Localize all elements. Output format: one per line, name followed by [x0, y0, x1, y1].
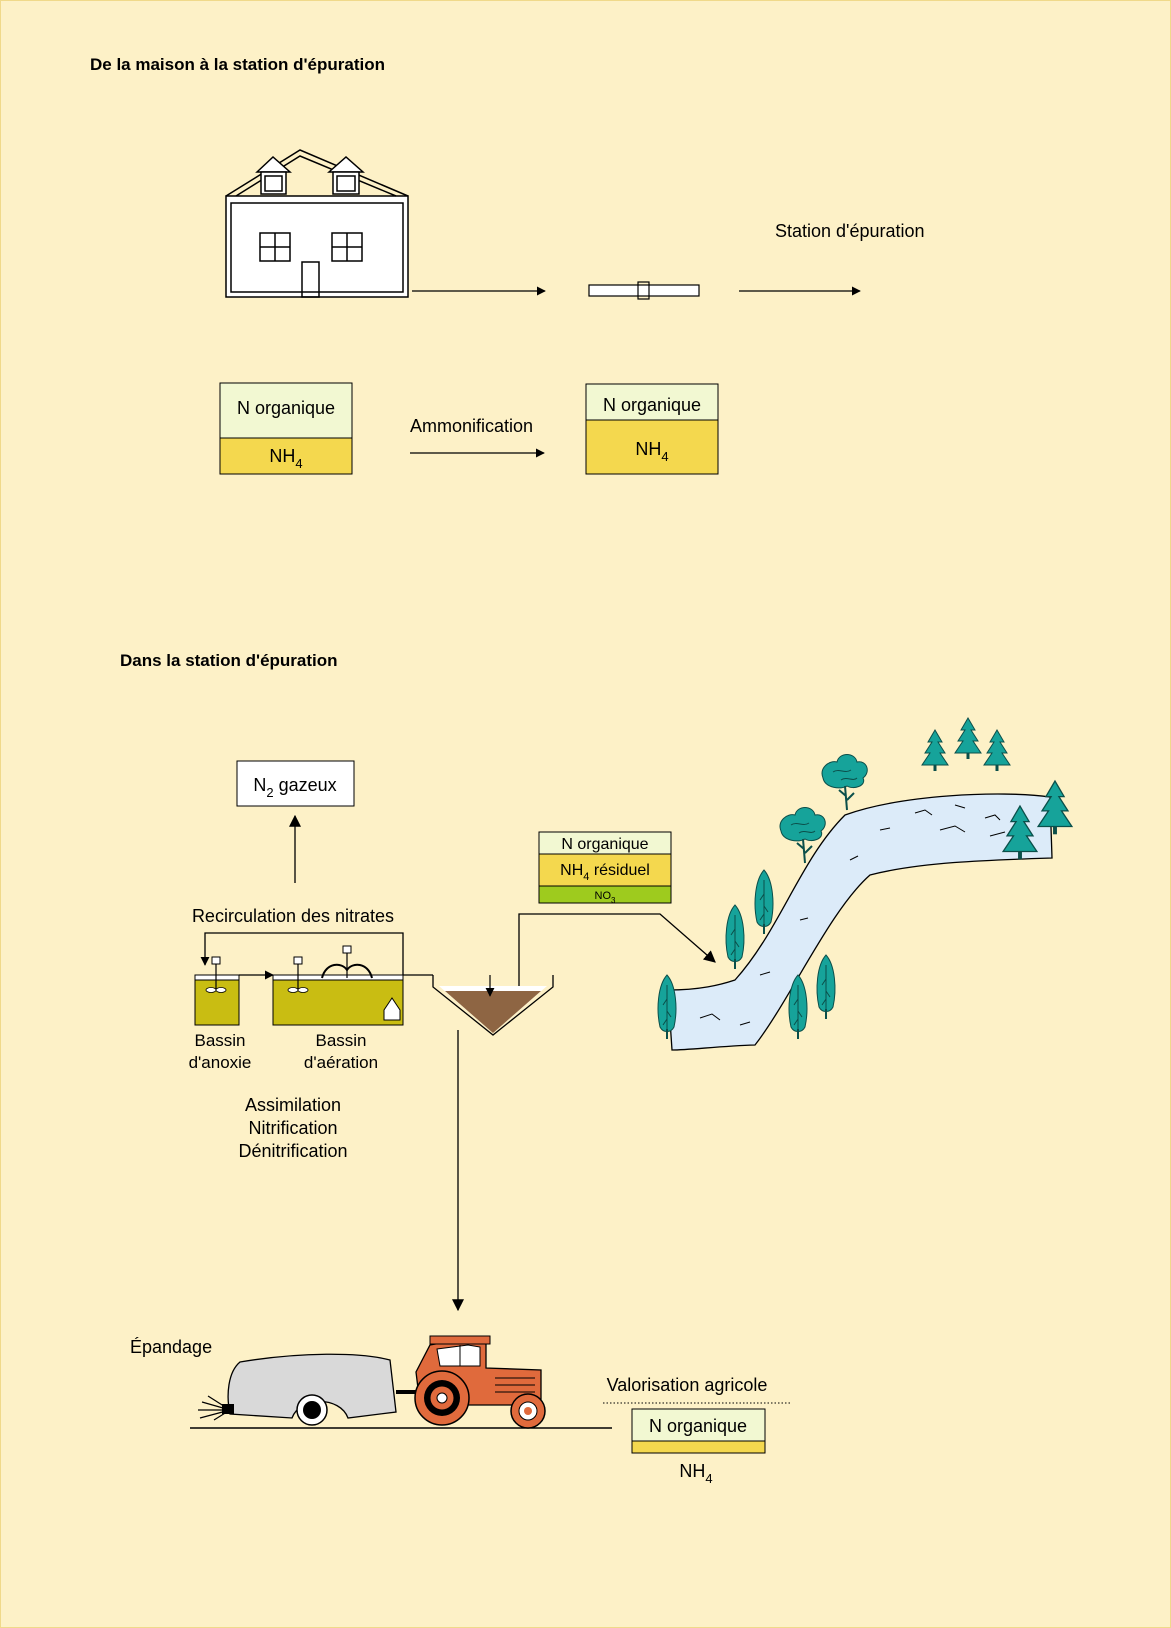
- nitrogen-box-after: N organique NH4: [585, 383, 719, 475]
- n2-gas-label: N2 gazeux: [253, 775, 336, 800]
- nh4-label: NH4: [679, 1461, 712, 1486]
- n-organique-label: N organique: [561, 836, 648, 853]
- section1-title: De la maison à la station d'épuration: [90, 55, 385, 74]
- recirculation-label: Recirculation des nitrates: [192, 906, 394, 926]
- aeration-basin: [272, 945, 404, 1026]
- nh4-cell: [219, 437, 353, 475]
- slurry-tank-icon: [198, 1353, 420, 1426]
- ammonification-label: Ammonification: [410, 416, 533, 436]
- effluent-nitrogen-box: N organique NH4 résiduel NO3: [538, 831, 672, 905]
- nitrogen-box-before: N organique NH4: [219, 382, 353, 475]
- pipe-icon: [588, 281, 700, 300]
- basin-aeration-label-1: Bassin: [315, 1031, 366, 1050]
- n-organique-label: N organique: [237, 398, 335, 418]
- basin-aeration-label-2: d'aération: [304, 1053, 378, 1072]
- n-organique-label: N organique: [603, 395, 701, 415]
- recirculation-loop: [200, 932, 404, 975]
- tractor-icon: [414, 1335, 546, 1429]
- process-assimilation: Assimilation: [245, 1095, 341, 1115]
- river-icon: [667, 793, 1053, 1051]
- valorisation-label: Valorisation agricole: [607, 1375, 768, 1395]
- nh4-residuel-cell: [538, 853, 672, 887]
- anoxic-basin: [194, 956, 240, 1026]
- n-organique-cell: [631, 1408, 766, 1442]
- effluent-line: [518, 913, 716, 986]
- n-organique-cell: [585, 383, 719, 421]
- n2-gas-box: [236, 760, 355, 807]
- spreading-label: Épandage: [130, 1337, 212, 1357]
- no3-label: NO3: [595, 890, 617, 905]
- nh4-label: NH4: [635, 439, 668, 464]
- nh4-cell: [585, 419, 719, 475]
- basin-anoxie-label-2: d'anoxie: [189, 1053, 252, 1072]
- section2-title: Dans la station d'épuration: [120, 651, 338, 670]
- agri-nitrogen-box: N organique NH4: [631, 1408, 766, 1486]
- nh4-cell: [631, 1440, 766, 1454]
- process-denitrification: Dénitrification: [238, 1141, 347, 1161]
- no3-cell: [538, 885, 672, 904]
- house-icon: [225, 149, 409, 298]
- nh4-residuel-label: NH4 résiduel: [560, 862, 650, 883]
- nh4-label: NH4: [269, 446, 302, 471]
- basin-anoxie-label-1: Bassin: [194, 1031, 245, 1050]
- station-label: Station d'épuration: [775, 221, 925, 241]
- n-organique-label: N organique: [649, 1416, 747, 1436]
- n-organique-cell: [219, 382, 353, 439]
- process-nitrification: Nitrification: [248, 1118, 337, 1138]
- clarifier-icon: [432, 975, 554, 1036]
